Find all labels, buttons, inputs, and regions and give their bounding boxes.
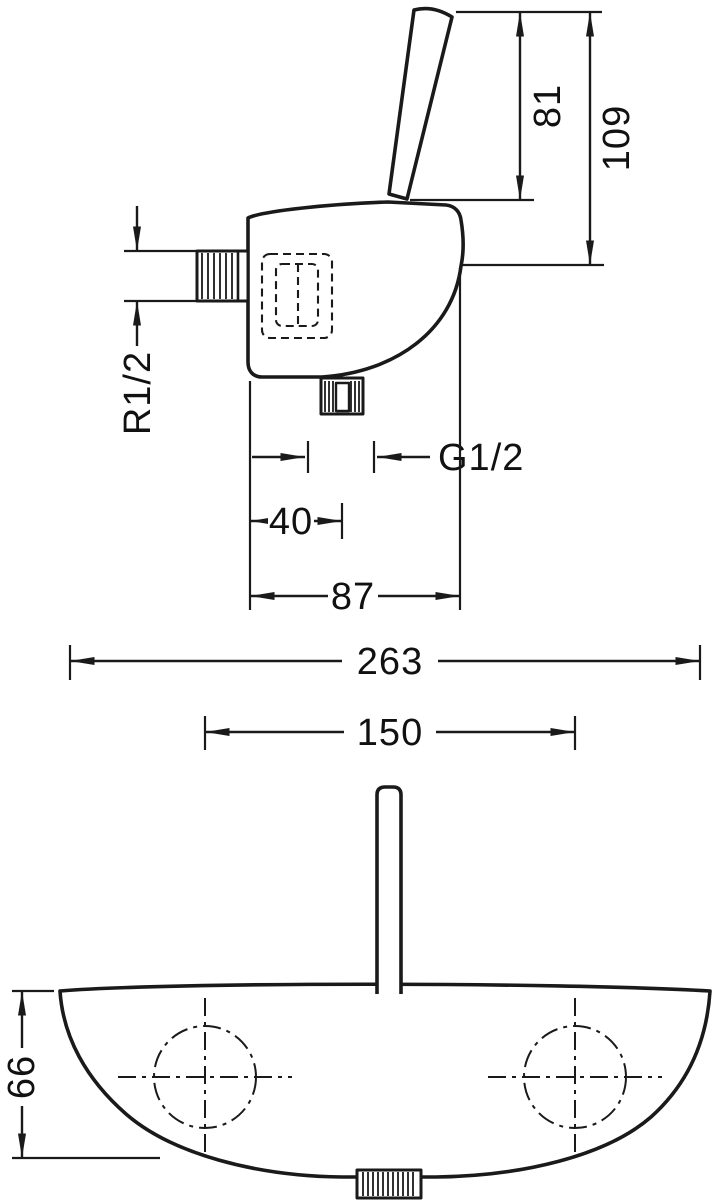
dim-150-label: 150 — [357, 712, 423, 754]
dim-66: 66 — [1, 989, 160, 1160]
dim-263-label: 263 — [357, 641, 423, 683]
outlet-thread-side — [319, 376, 365, 416]
outlet-thread-lines-side — [324, 381, 360, 412]
dim-40-label: 40 — [269, 501, 313, 543]
valve-body — [246, 200, 466, 379]
inlet-thread — [195, 249, 250, 303]
outlet-thread-front — [355, 1168, 423, 1200]
dim-40: 40 — [248, 381, 344, 610]
dim-263: 263 — [68, 641, 702, 683]
dim-g12: G1/2 — [252, 437, 524, 479]
front-view: 263 150 — [1, 641, 712, 1200]
side-view: 81 109 R1/2 G1/2 — [117, 6, 638, 618]
dim-81: 81 — [410, 10, 602, 202]
inlet-thread-lines — [201, 251, 240, 301]
outlet-thread-lines-front — [362, 1172, 414, 1196]
dim-81-label: 81 — [527, 84, 569, 128]
dim-109: 109 — [461, 12, 638, 267]
dim-87: 87 — [250, 268, 462, 618]
inlet-thread-label: R1/2 — [117, 351, 159, 435]
outlet-nut — [334, 381, 351, 413]
lever-handle — [387, 6, 454, 201]
dim-150: 150 — [203, 712, 577, 754]
outlet-thread-label: G1/2 — [438, 437, 524, 479]
body-front — [58, 982, 712, 1179]
dim-66-label: 66 — [1, 1055, 43, 1099]
cartridge-hidden-outline — [260, 252, 334, 340]
riser-pipe — [375, 785, 403, 994]
mount-hole-right — [488, 998, 662, 1157]
mount-hole-left — [118, 998, 292, 1157]
dim-109-label: 109 — [596, 105, 638, 171]
dim-r12: R1/2 — [117, 206, 197, 435]
dim-87-label: 87 — [331, 576, 375, 618]
